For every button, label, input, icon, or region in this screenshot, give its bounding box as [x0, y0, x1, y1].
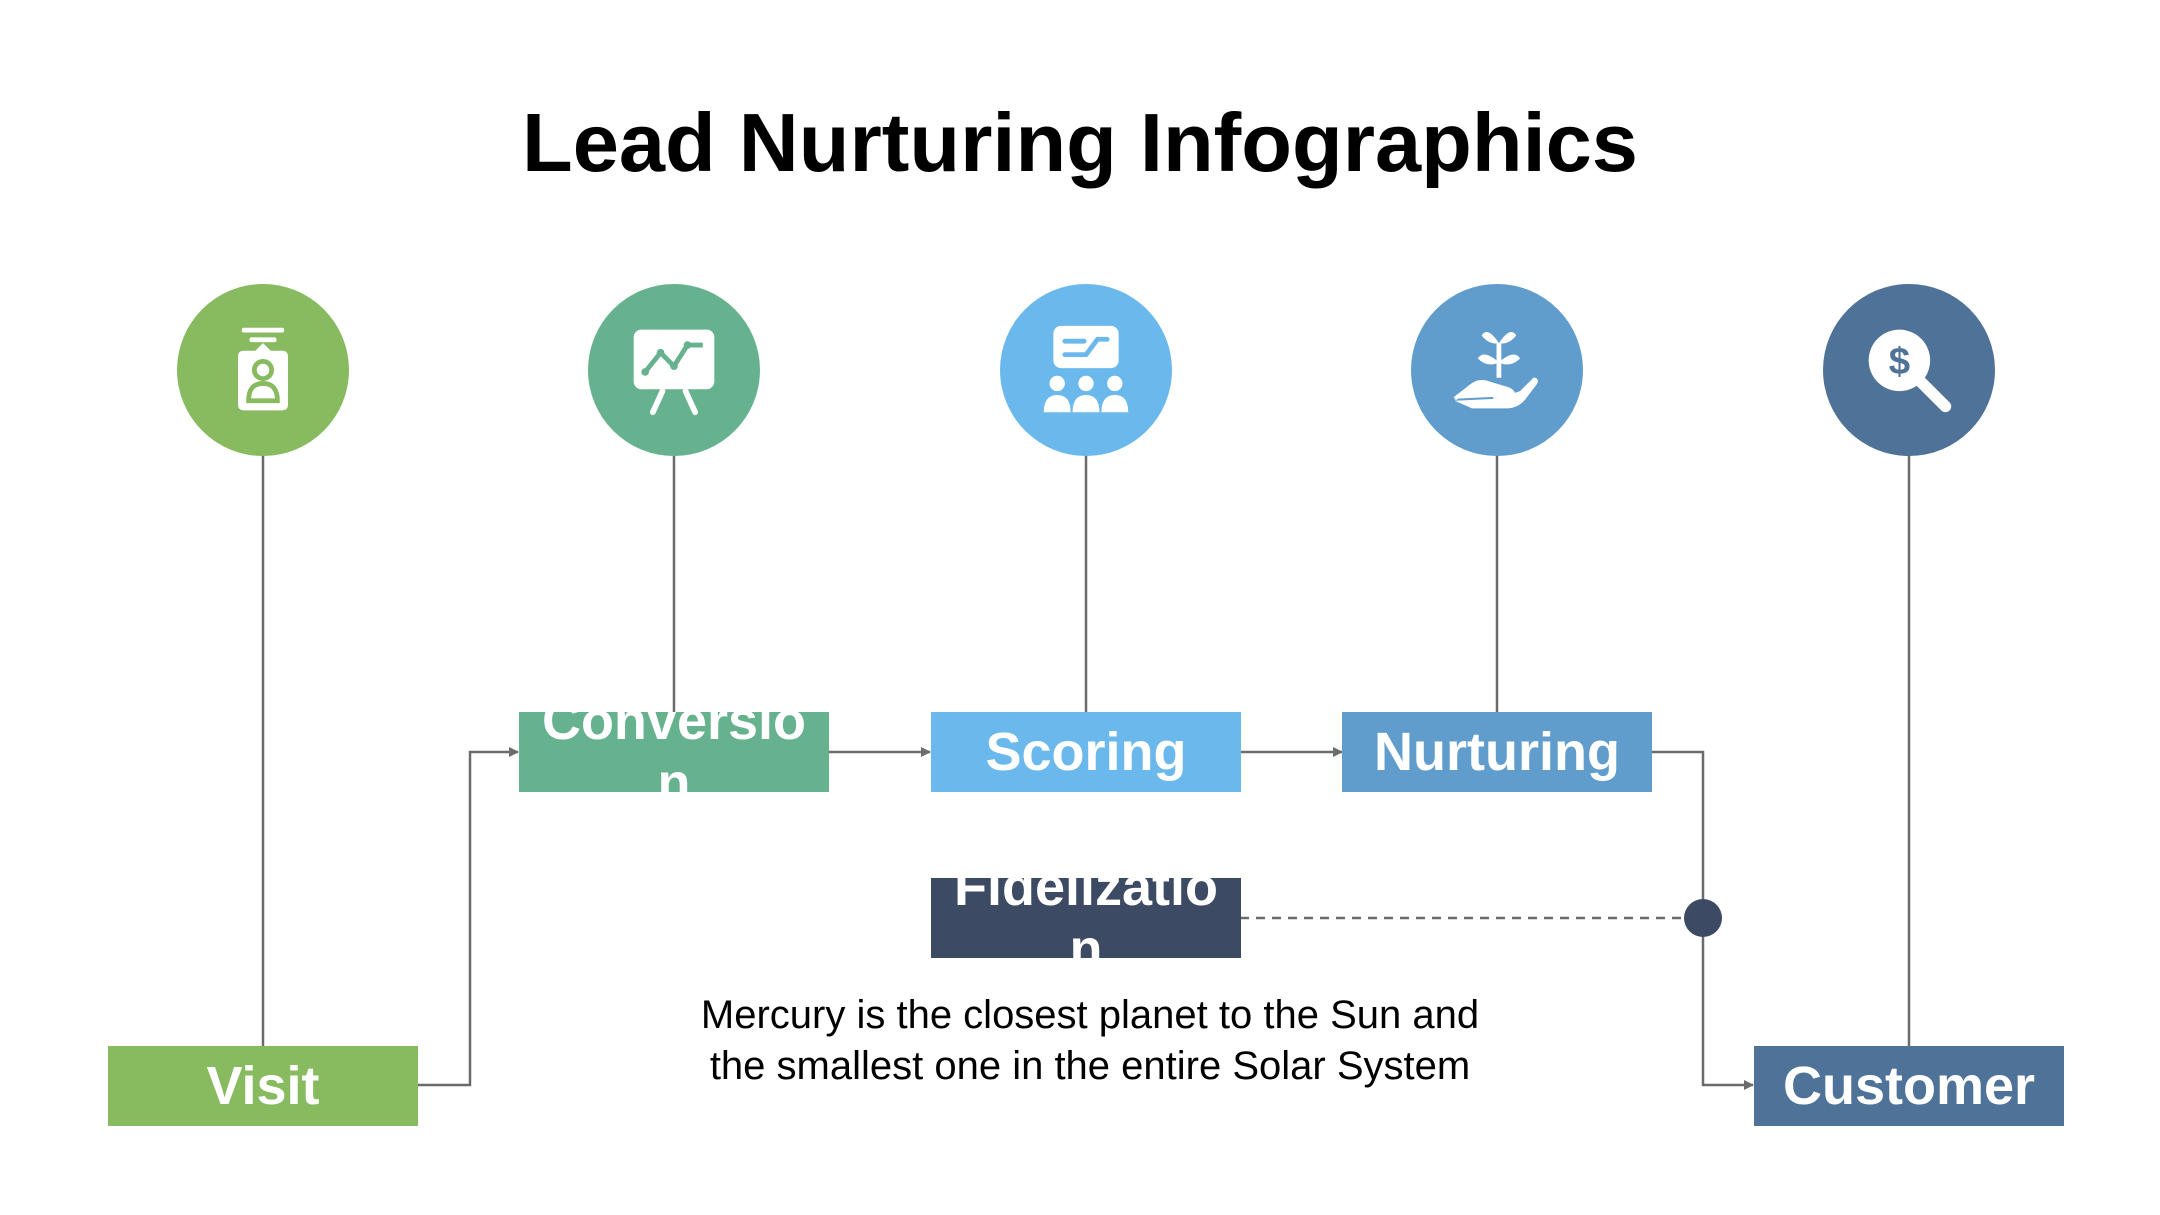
presentation-chart-icon: [633, 329, 715, 416]
description-text: Mercury is the closest planet to the Sun…: [620, 990, 1560, 1092]
description-line-2: the smallest one in the entire Solar Sys…: [709, 1044, 1471, 1088]
customer-label: Customer: [1782, 1056, 2036, 1116]
id-badge-icon: [238, 327, 288, 411]
visit-circle: [177, 284, 349, 456]
visit-label: Visit: [206, 1056, 320, 1116]
nurturing-box: Nurturing: [1342, 712, 1652, 792]
conversion-box: Conversion: [519, 712, 829, 792]
plant-in-hand-icon: [1453, 332, 1538, 409]
visit-to-conversion-arrow: [418, 747, 519, 1087]
nurturing-label: Nurturing: [1374, 722, 1620, 782]
scoring-circle: [1000, 284, 1172, 456]
scoring-label: Scoring: [985, 722, 1187, 782]
customer-box: Customer: [1754, 1046, 2064, 1126]
fidelization-box: Fidelization: [931, 878, 1241, 958]
fidelization-label: Fidelization: [953, 878, 1218, 958]
customer-circle: $: [1823, 284, 1995, 456]
scoring-box: Scoring: [931, 712, 1241, 792]
page-title: Lead Nurturing Infographics: [522, 96, 1638, 189]
nurturing-circle: [1411, 284, 1583, 456]
conversion-circle: [588, 284, 760, 456]
visit-box: Visit: [108, 1046, 418, 1126]
svg-text:$: $: [1889, 340, 1910, 383]
dollar-search-icon: $: [1868, 329, 1952, 413]
conversion-label: Conversion: [541, 712, 807, 792]
description-line-1: Mercury is the closest planet to the Sun…: [700, 993, 1480, 1037]
team-meeting-icon: [1043, 325, 1129, 413]
junction-dot: [1684, 899, 1722, 937]
